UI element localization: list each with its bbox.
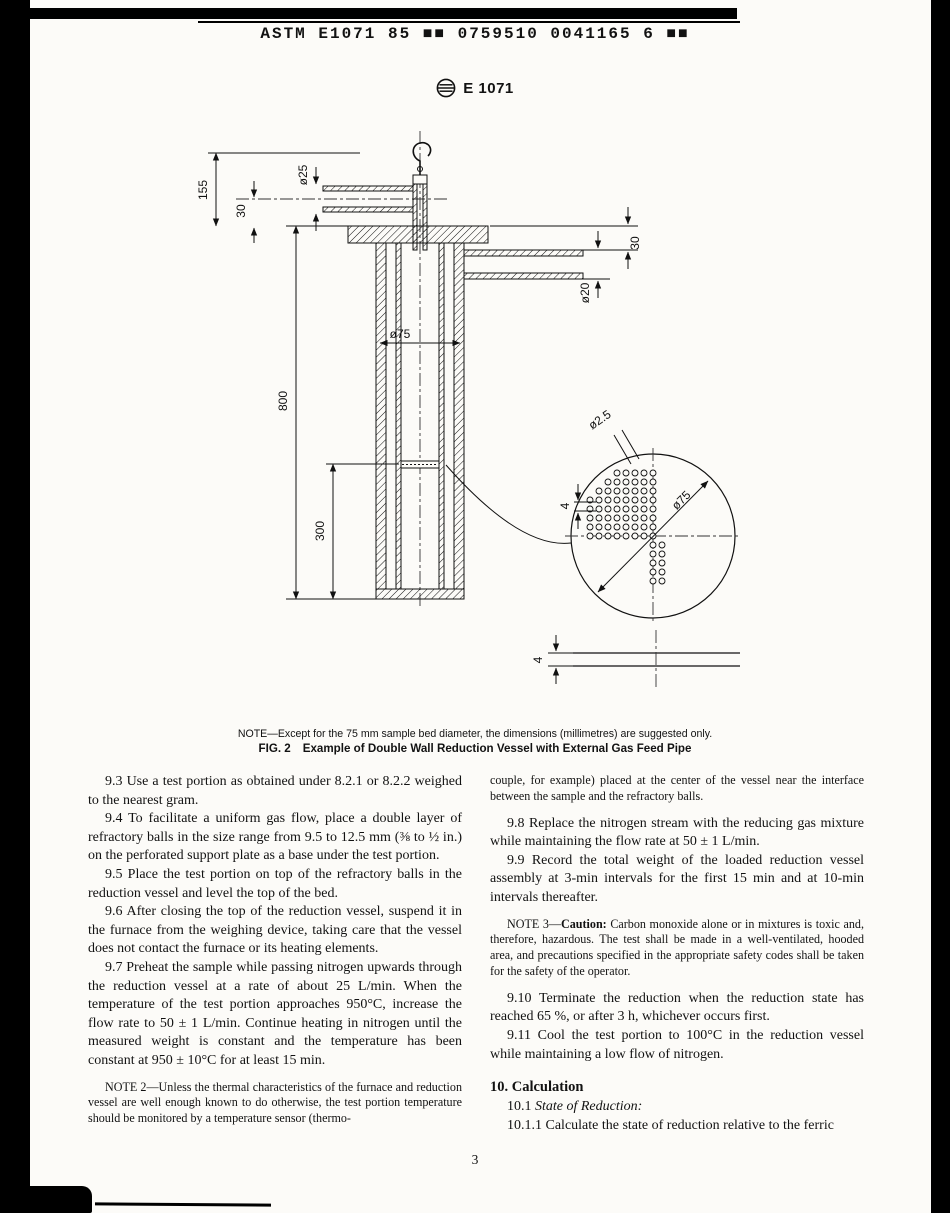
para-9-10: 9.10 Terminate the reduction when the re… [490,990,864,1025]
dim-dia-25: ø25 [296,164,310,185]
dim-pitch-4: 4 [558,502,572,509]
para-9-5: 9.5 Place the test portion on top of the… [88,866,462,901]
vessel-section [236,131,584,608]
astm-logo-icon [436,78,456,98]
suspension-hook [412,141,432,177]
figure-caption-text: Example of Double Wall Reduction Vessel … [302,742,692,755]
figure-caption: FIG. 2 Example of Double Wall Reduction V… [55,742,895,755]
scan-border-top [0,8,737,19]
note-3-text: Carbon monoxide alone or in mixtures is … [490,916,864,978]
dim-300: 300 [313,521,327,541]
para-10-1: 10.1 State of Reduction: [490,1098,864,1117]
detail-leader [445,464,572,544]
top-flange [347,225,489,244]
scan-blot-bottom-left [0,1186,92,1213]
title-row: E 1071 [0,78,950,98]
body-text: 9.3 Use a test portion as obtained under… [88,773,864,1135]
para-10-1-1: 10.1.1 Calculate the state of reduction … [507,1117,834,1133]
note-2-continuation: couple, for example) placed at the cente… [490,773,864,803]
gas-feed-pipe [322,185,414,192]
left-column: 9.3 Use a test portion as obtained under… [88,773,462,1135]
para-9-7: 9.7 Preheat the sample while passing nit… [88,959,462,1068]
page-number: 3 [471,1152,479,1167]
plate-edge-view: 4 [531,630,740,690]
dimension-annotations: 155 ø25 30 800 300 ø75 30 ø20 [196,152,642,600]
para-10-1-number: 10.1 [507,1099,535,1115]
figure-2-drawing: 155 ø25 30 800 300 ø75 30 ø20 ø75 ø2.5 4 [196,131,741,690]
vessel-bottom [375,588,465,600]
para-9-8: 9.8 Replace the nitrogen stream with the… [490,815,864,850]
note-3-prefix: NOTE 3— [507,916,562,931]
inner-tube-right [438,242,445,590]
dim-800: 800 [276,391,290,411]
dim-30-left: 30 [234,204,248,218]
note-3-caution: Caution: [561,916,607,931]
para-9-6: 9.6 After closing the top of the reducti… [88,904,462,957]
para-9-3: 9.3 Use a test portion as obtained under… [88,774,462,808]
outlet-pipe [463,249,584,257]
scan-border-right [931,0,950,1213]
figure-note: NOTE—Except for the 75 mm sample bed dia… [237,728,713,740]
dim-30-right: 30 [628,236,642,250]
dim-dia-2-5: ø2.5 [586,407,614,432]
outer-wall-right [453,242,465,590]
note-3: NOTE 3—Caution: Carbon monoxide alone or… [490,917,864,980]
doc-number: E 1071 [463,79,514,97]
dim-thickness-4: 4 [531,656,545,663]
para-10-1-title: State of Reduction: [535,1099,643,1115]
outer-wall-left [375,242,387,590]
figure-caption-label: FIG. 2 [258,742,291,755]
detail-view: ø75 ø2.5 4 [445,407,741,624]
inner-tube-left [395,242,402,590]
dim-155: 155 [196,180,210,200]
scan-streak-bottom [94,1202,272,1207]
scan-border-left [0,0,30,1213]
dim-dia-75-vessel: ø75 [390,327,411,341]
note-2: NOTE 2—Unless the thermal characteristic… [88,1079,462,1126]
para-9-4: 9.4 To facilitate a uniform gas flow, pl… [88,811,462,864]
dim-dia-20: ø20 [578,282,592,303]
heading-10-calculation: 10. Calculation [490,1079,584,1096]
document-header-code: ASTM E1071 85 ■■ 0759510 0041165 6 ■■ [260,25,690,43]
para-9-9: 9.9 Record the total weight of the loade… [490,852,864,905]
right-column: couple, for example) placed at the cente… [490,773,864,1135]
header-rule [198,21,740,23]
para-9-11: 9.11 Cool the test portion to 100°C in t… [490,1027,864,1062]
